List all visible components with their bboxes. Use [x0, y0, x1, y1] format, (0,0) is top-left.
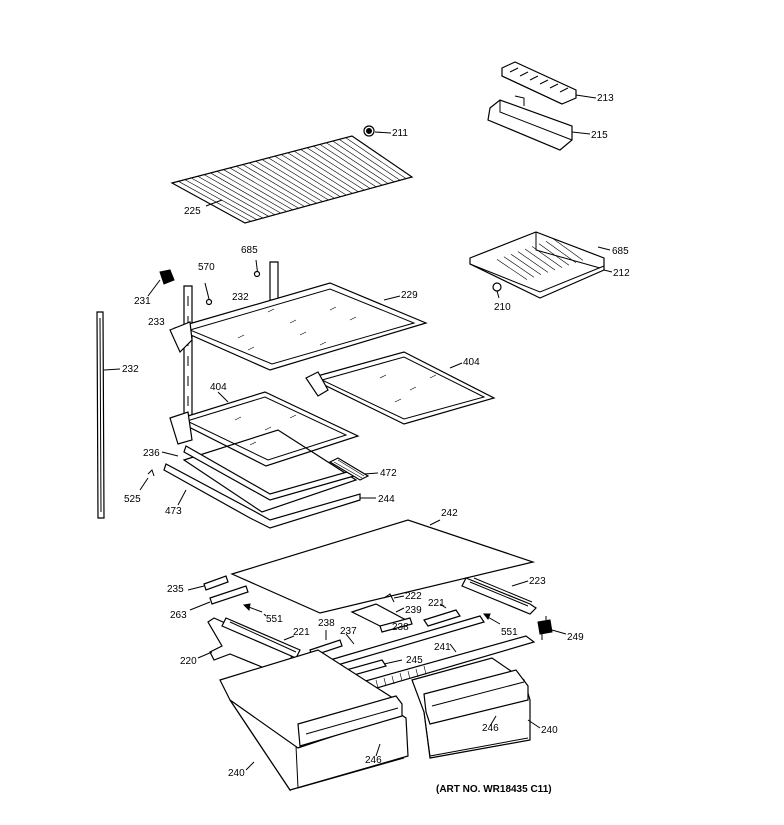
callout-240: 240 — [228, 768, 245, 779]
callout-245: 245 — [406, 655, 423, 666]
ice-bin-215 — [487, 95, 573, 151]
slide-221-center — [423, 609, 461, 627]
callout-241: 241 — [434, 642, 451, 653]
callout-233: 233 — [148, 317, 165, 328]
callout-472: 472 — [380, 468, 397, 479]
callout-242: 242 — [441, 508, 458, 519]
callout-235: 235 — [167, 584, 184, 595]
art-number: (ART NO. WR18435 C11) — [436, 784, 552, 795]
callout-404: 404 — [463, 357, 480, 368]
callout-551: 551 — [266, 614, 283, 625]
callout-229: 229 — [401, 290, 418, 301]
callout-246: 246 — [482, 723, 499, 734]
callout-246: 246 — [365, 755, 382, 766]
glass-shelf-229 — [169, 282, 428, 371]
drawer-frame-236 — [163, 429, 370, 529]
crisper-drawer-240-left — [219, 649, 409, 792]
callout-213: 213 — [597, 93, 614, 104]
glass-shelf-404-left — [169, 391, 360, 467]
callout-236: 236 — [143, 448, 160, 459]
crisper-drawer-240-right — [411, 657, 531, 759]
clip-222 — [383, 593, 395, 603]
slide-223 — [461, 577, 537, 615]
callout-263: 263 — [170, 610, 187, 621]
screw-685 — [253, 259, 261, 278]
callout-232: 232 — [122, 364, 139, 375]
callout-210: 210 — [494, 302, 511, 313]
callout-221: 221 — [293, 627, 310, 638]
cover-support-263 — [209, 585, 249, 605]
stop-231 — [159, 269, 175, 285]
callout-525: 525 — [124, 494, 141, 505]
ice-tray-frame-212 — [469, 231, 605, 299]
callout-551: 551 — [501, 627, 518, 638]
callout-685: 685 — [612, 246, 629, 257]
callout-244: 244 — [378, 494, 395, 505]
cover-support-235 — [203, 575, 229, 591]
callout-404: 404 — [210, 382, 227, 393]
glass-shelf-404-right — [305, 351, 496, 425]
callout-473: 473 — [165, 506, 182, 517]
crisper-cover-242 — [230, 519, 536, 614]
callout-249: 249 — [567, 632, 584, 643]
callout-237: 237 — [340, 626, 357, 637]
bracket-249 — [537, 616, 553, 640]
callout-222: 222 — [405, 591, 422, 602]
callout-220: 220 — [180, 656, 197, 667]
callout-221: 221 — [428, 598, 445, 609]
wire-shelf-225 — [170, 135, 414, 224]
callout-223: 223 — [529, 576, 546, 587]
callout-240: 240 — [541, 725, 558, 736]
screw-210 — [492, 282, 502, 299]
callout-231: 231 — [134, 296, 151, 307]
arrow-551-right — [482, 613, 501, 625]
shelf-rail-232 — [96, 311, 105, 519]
screw-525 — [147, 469, 155, 477]
ice-tray-213 — [501, 61, 577, 105]
callout-212: 212 — [613, 268, 630, 279]
shelf-knob-211 — [363, 125, 375, 137]
callout-211: 211 — [392, 128, 408, 139]
callout-570: 570 — [198, 262, 215, 273]
callout-225: 225 — [184, 206, 201, 217]
arrow-551-left — [242, 603, 263, 613]
screw-570 — [204, 282, 213, 306]
callout-215: 215 — [591, 130, 608, 141]
rail-238-right — [379, 617, 413, 633]
callout-239: 239 — [405, 605, 422, 616]
callout-685: 685 — [241, 245, 258, 256]
callout-238: 238 — [318, 618, 335, 629]
callout-232: 232 — [232, 292, 249, 303]
callout-labels: 213 215 211 225 685 570 231 232 229 233 685 212 210 2… — [122, 93, 630, 779]
callout-238: 238 — [392, 622, 409, 633]
